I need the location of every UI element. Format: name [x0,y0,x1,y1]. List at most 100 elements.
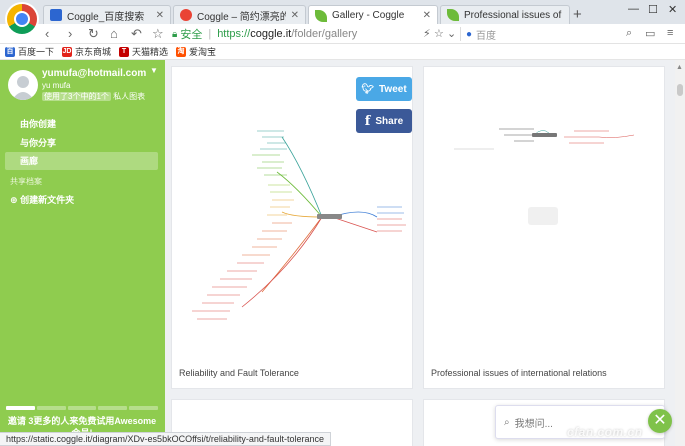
close-icon[interactable]: ✕ [290,9,299,21]
twitter-bird-icon: 🐦︎ [361,83,375,95]
bookmark-label: 百度一下 [18,47,55,57]
secure-label: 安全 [180,29,203,41]
progress-segment [129,406,158,410]
tab-strip: Coggle_百度搜索 ✕ Coggle – 简约漂亮的在线思维导图 ✕ Gal… [0,0,685,34]
baidu-paw-icon [50,9,62,21]
browser-toolbar: ‹ › ↻ ⌂ ↶ ☆ 🔒︎ 安全 | https:// coggle.it /… [0,24,685,44]
progress-segment [98,406,128,410]
search-icon[interactable]: ⌕ [626,27,633,39]
search-placeholder: 百度 [476,30,497,42]
invite-progress [6,406,158,410]
scroll-up-icon[interactable]: ▲ [676,64,683,71]
search-icon: ⌕ [504,416,510,428]
gallery-card-reliability[interactable]: 🐦︎ Tweet f Share Reliability and Fault T… [171,66,413,389]
status-bar-url: https://static.coggle.it/diagram/XDv-es5… [0,432,331,446]
chevron-down-icon[interactable]: ⌄ [447,28,457,40]
home-icon[interactable]: ⌂ [110,26,118,41]
watermark: cfan.com.cn [567,425,643,439]
scrollbar-thumb[interactable] [677,84,683,96]
lock-icon: 🔒︎ [172,28,178,40]
baidu-icon: 百 [5,46,15,57]
jd-icon: JD [62,46,73,57]
account-email: yumufa@hotmail.com [42,68,147,79]
baidu-paw-icon: ● [466,28,473,40]
tab-title: Gallery - Coggle [332,10,405,21]
search-input[interactable]: ● 百度 [460,27,640,42]
vertical-scrollbar[interactable]: ▲ [675,60,685,446]
tab-title: Coggle – 简约漂亮的在线思维导图 [197,11,286,23]
progress-segment [36,406,66,410]
url-protocol: https:// [217,28,251,40]
tweet-label: Tweet [379,83,407,95]
mindmap-preview [192,130,406,320]
close-feedback-button[interactable]: ✕ [648,409,672,433]
tab-coggle-home[interactable]: Coggle – 简约漂亮的在线思维导图 ✕ [173,5,306,24]
reload-icon[interactable]: ↻ [88,26,99,41]
menu-icon[interactable]: ≡ [667,27,674,39]
mindmap-preview [454,128,635,225]
browser-logo-icon[interactable] [7,4,37,34]
tab-baidu-search[interactable]: Coggle_百度搜索 ✕ [43,5,171,24]
address-bar[interactable]: 🔒︎ 安全 | https:// coggle.it /folder/galle… [172,26,542,42]
new-tab-button[interactable]: + [573,6,582,23]
facebook-share-label: Share [375,115,404,127]
card-title: Professional issues of international rel… [431,368,607,378]
progress-segment [6,406,35,410]
coggle-leaf-icon [315,9,327,22]
tab-title: Professional issues of internation [464,9,563,21]
tab-professional-issues[interactable]: Professional issues of internation [440,5,570,24]
taobao-icon: 淘 [176,46,187,57]
account-usage: 使用了3个中的1个 私人图表 [42,91,145,102]
sidebar-item-shared-with-you[interactable]: 与你分享 [20,138,57,148]
account-name: yu mufa [42,81,71,90]
bookmark-baidu[interactable]: 百 百度一下 [5,45,54,58]
undo-icon[interactable]: ↶ [131,26,142,41]
screen-icon[interactable]: ▭ [645,28,656,40]
tab-gallery[interactable]: Gallery - Coggle ✕ [308,5,438,25]
facebook-icon: f [364,113,371,129]
divider: | [208,28,212,40]
back-icon[interactable]: ‹ [45,26,50,41]
close-icon[interactable]: ✕ [155,9,164,21]
maximize-button[interactable]: ☐ [648,4,658,16]
feedback-input[interactable]: ⌕ 我想问... [495,405,665,439]
bookmark-aitaobao[interactable]: 淘 爱淘宝 [176,45,216,58]
close-icon[interactable]: ✕ [422,10,431,21]
plus-icon: ⊕ [10,195,18,205]
url-path: /folder/gallery [291,28,358,40]
bookmark-label: 京东商城 [75,47,112,57]
sidebar: yumufa@hotmail.com yu mufa 使用了3个中的1个 私人图… [0,60,165,446]
minimize-button[interactable]: — [628,3,639,15]
account-caret-icon[interactable]: ▼ [150,66,158,75]
sidebar-item-created-by-you[interactable]: 由你创建 [20,119,57,129]
bookmarks-bar: 百 百度一下 JD 京东商城 T 天猫精选 淘 爱淘宝 [0,44,685,60]
shared-folders-label: 共享档案 [10,177,42,186]
gallery-content: 🐦︎ Tweet f Share Reliability and Fault T… [165,60,675,446]
usage-suffix: 私人图表 [113,92,146,101]
lightning-icon[interactable]: ⚡ [423,28,431,40]
card-title: Reliability and Fault Tolerance [179,368,299,378]
bookmark-label: 爱淘宝 [189,47,217,57]
google-g-icon [180,9,192,21]
sidebar-item-gallery[interactable]: 画廊 [5,152,158,170]
close-window-button[interactable]: ✕ [668,4,678,16]
tab-title: Coggle_百度搜索 [67,11,145,23]
tmall-icon: T [119,46,130,57]
star-icon[interactable]: ☆ [434,28,444,40]
create-folder-button[interactable]: ⊕ 创建新文件夹 [10,193,74,206]
progress-segment [67,406,97,410]
coggle-leaf-icon [447,9,459,21]
bookmark-star-icon[interactable]: ☆ [152,26,164,41]
create-folder-label: 创建新文件夹 [20,195,75,205]
tweet-button[interactable]: 🐦︎ Tweet [356,77,412,101]
bookmark-tmall[interactable]: T 天猫精选 [119,45,168,58]
bookmark-jd[interactable]: JD 京东商城 [62,45,111,58]
facebook-share-button[interactable]: f Share [356,109,412,133]
usage-highlight: 使用了3个中的1个 [42,92,111,101]
avatar[interactable] [8,70,38,100]
gallery-card-professional-issues[interactable]: Professional issues of international rel… [423,66,665,389]
bookmark-label: 天猫精选 [132,47,169,57]
forward-icon[interactable]: › [68,26,73,41]
feedback-placeholder: 我想问... [514,418,553,430]
url-host: coggle.it [250,28,292,40]
